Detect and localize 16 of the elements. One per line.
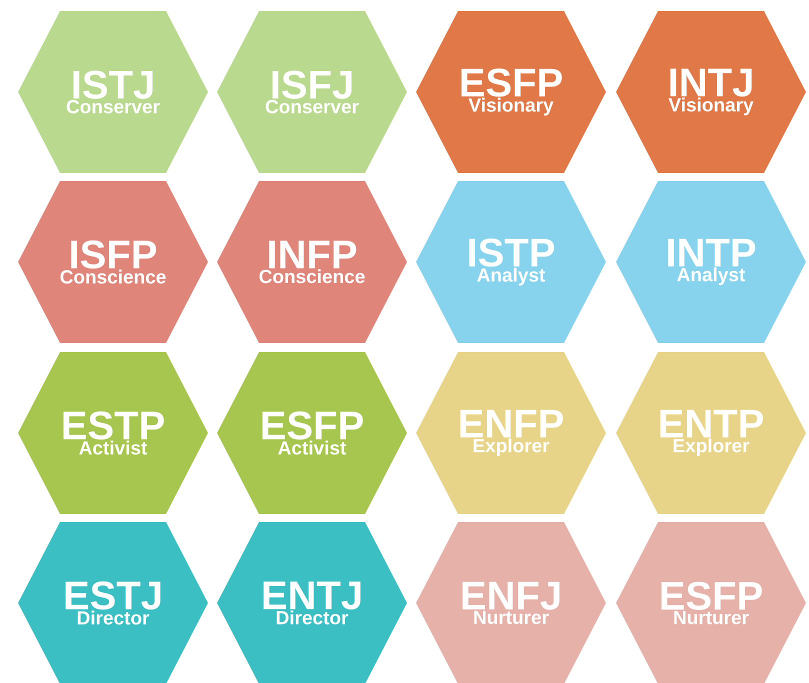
hexagon: ENFP Explorer bbox=[416, 352, 606, 514]
hexagon: ESFP Visionary bbox=[416, 11, 606, 173]
hexagon: ISTJ Conserver bbox=[18, 11, 208, 173]
hexagon: ESFP Activist bbox=[217, 352, 407, 514]
hexagon: ESTP Activist bbox=[18, 352, 208, 514]
hexagon: INTP Analyst bbox=[616, 181, 806, 343]
hexagon: ENTP Explorer bbox=[616, 352, 806, 514]
hexagon: ESFP Nurturer bbox=[616, 522, 806, 683]
hexagon: ESTJ Director bbox=[18, 522, 208, 683]
hexagon: ISFJ Conserver bbox=[217, 11, 407, 173]
hexagon: INTJ Visionary bbox=[616, 11, 806, 173]
hexagon: ISFP Conscience bbox=[18, 181, 208, 343]
hexagon: INFP Conscience bbox=[217, 181, 407, 343]
hexagon: ISTP Analyst bbox=[416, 181, 606, 343]
hexagon: ENTJ Director bbox=[217, 522, 407, 683]
hexagon: ENFJ Nurturer bbox=[416, 522, 606, 683]
